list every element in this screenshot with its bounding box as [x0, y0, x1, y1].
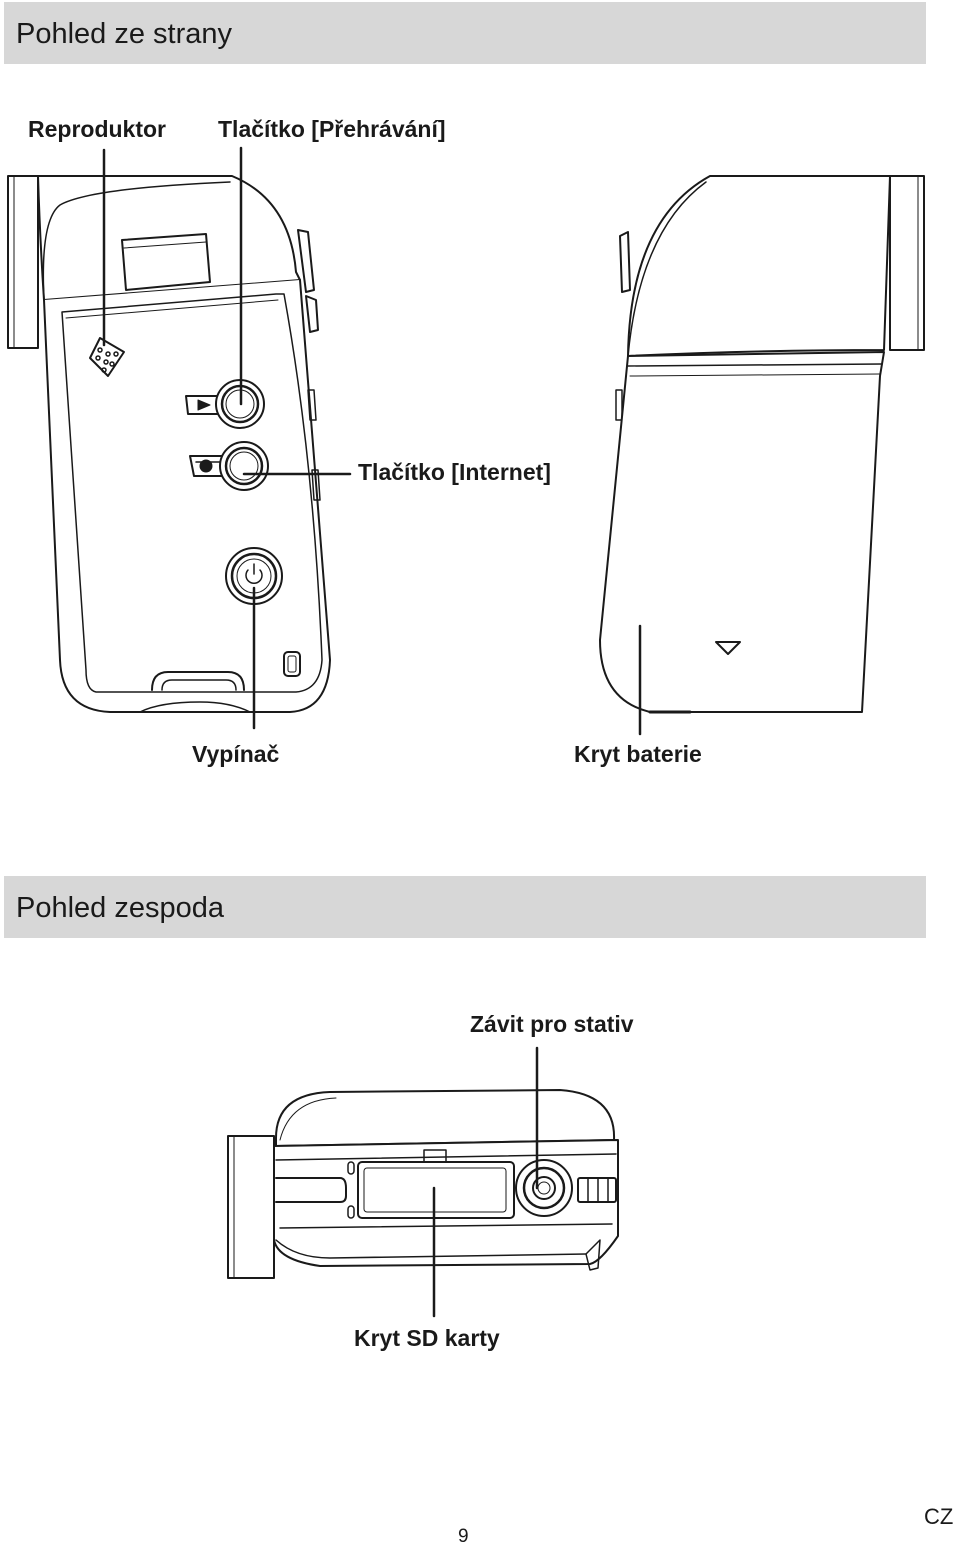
power-switch-label: Vypínač: [192, 741, 280, 767]
tripod-socket-label: Závit pro stativ: [470, 1011, 634, 1037]
side-view-heading-bar: Pohled ze strany: [4, 2, 926, 64]
battery-cover-label: Kryt baterie: [574, 741, 702, 767]
internet-button-drawing: [189, 441, 269, 491]
side-view-heading: Pohled ze strany: [16, 18, 233, 50]
bottom-view-heading: Pohled zespoda: [16, 892, 224, 924]
bottom-view-heading-bar: Pohled zespoda: [4, 876, 926, 938]
internet-button-label: Tlačítko [Internet]: [358, 459, 551, 485]
page-number: 9: [458, 1526, 469, 1547]
camera-side-left-drawing: [7, 175, 331, 713]
language-code: CZ: [924, 1504, 954, 1529]
playback-button-label: Tlačítko [Přehrávání]: [218, 116, 446, 142]
camera-side-right-drawing: [599, 175, 925, 714]
speaker-grille-icon: [89, 337, 125, 377]
speaker-label: Reproduktor: [28, 116, 166, 142]
camera-bottom-drawing: [227, 1089, 619, 1279]
sd-card-cover-label: Kryt SD karty: [354, 1325, 500, 1351]
